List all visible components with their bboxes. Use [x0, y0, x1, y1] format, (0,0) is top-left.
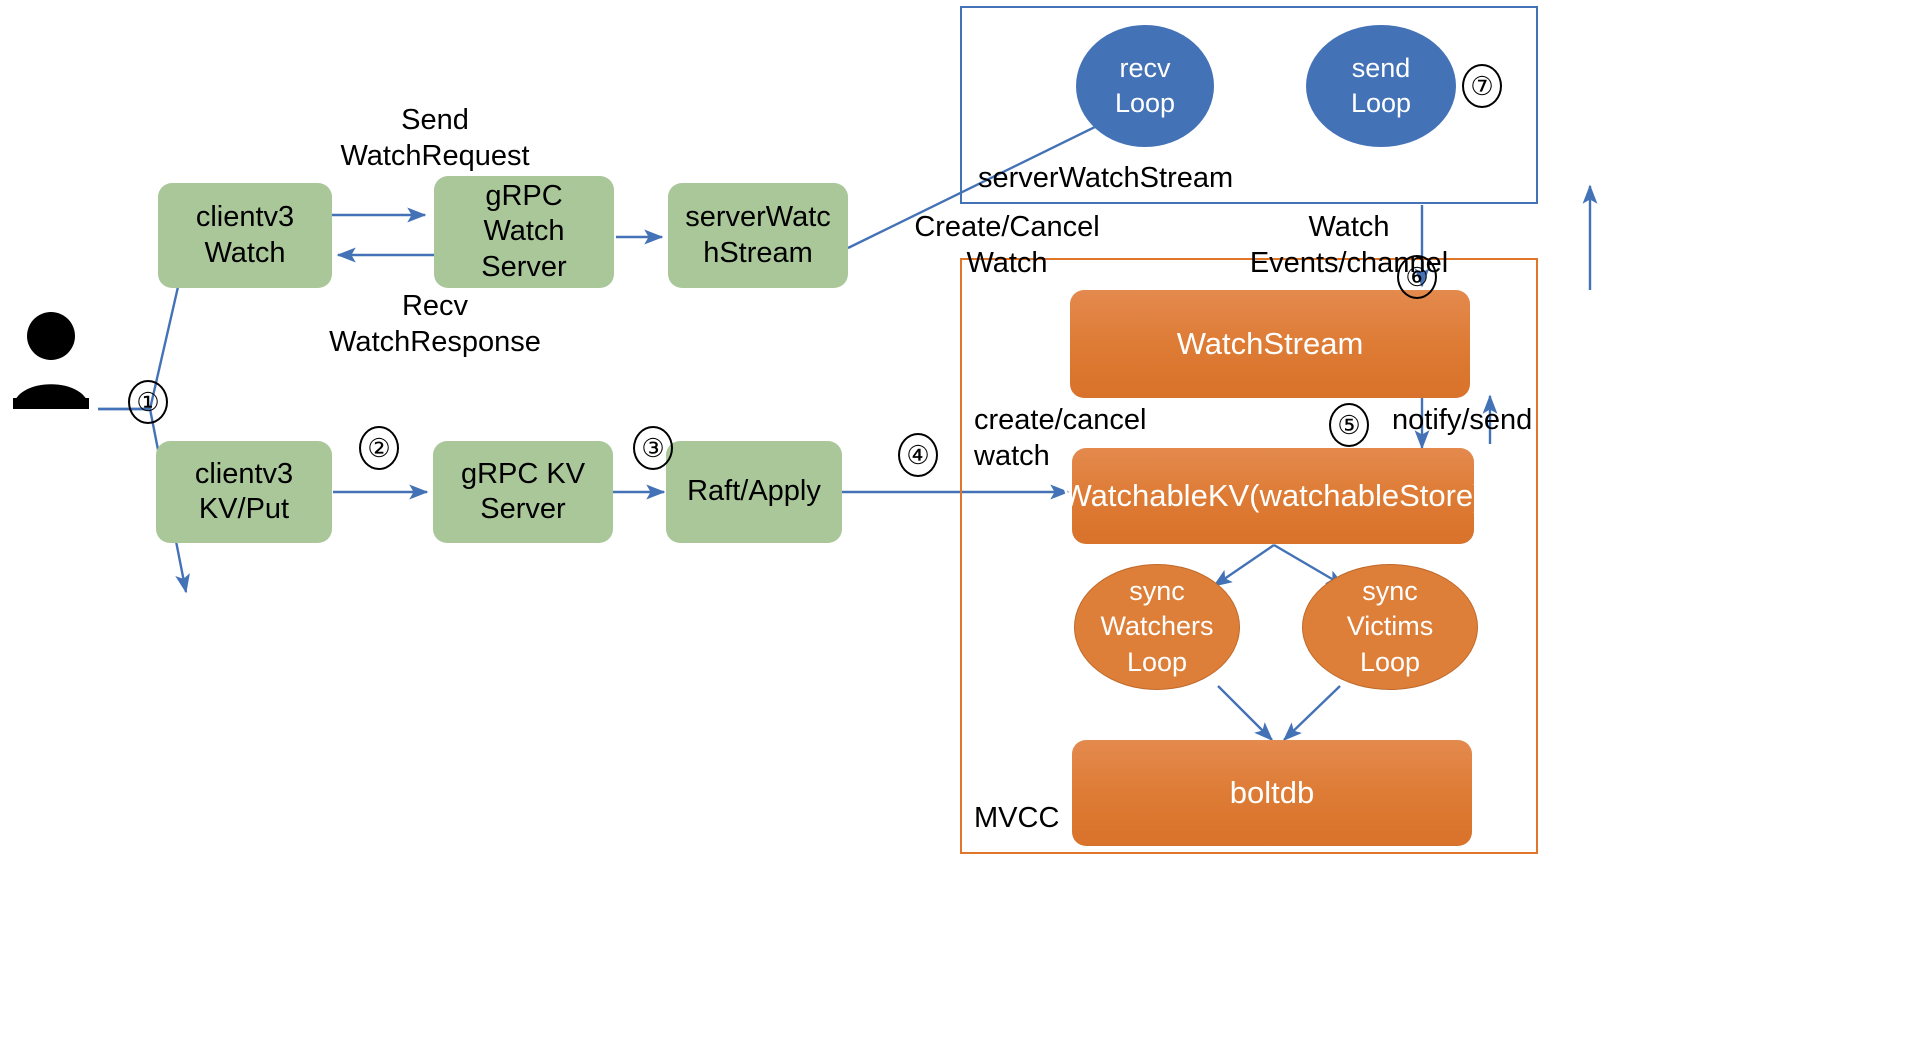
ellipse-recv-loop[interactable]: recv Loop	[1076, 25, 1214, 147]
frame-label-mvcc: MVCC	[974, 802, 1060, 834]
box-raft-apply[interactable]: Raft/Apply	[666, 441, 842, 543]
step-number-4: ④	[898, 433, 938, 477]
ellipse-send-loop[interactable]: send Loop	[1306, 25, 1456, 147]
box-watchable-kv[interactable]: WatchableKV(watchableStore)	[1063, 448, 1484, 544]
step-number-1: ①	[128, 380, 168, 424]
box-server-watch-stream[interactable]: serverWatc hStream	[668, 183, 848, 288]
label-watch-events-channel: Watch Events/channel	[1249, 211, 1449, 280]
step-number-5: ⑤	[1329, 403, 1369, 447]
ellipse-sync-watchers-loop[interactable]: sync Watchers Loop	[1074, 564, 1240, 690]
label-send-watchrequest: Send WatchRequest	[340, 104, 530, 173]
frame-server-watch-stream	[960, 6, 1538, 204]
box-clientv3-watch[interactable]: clientv3 Watch	[158, 183, 332, 288]
step-number-7: ⑦	[1462, 64, 1502, 108]
box-watch-stream[interactable]: WatchStream	[1070, 290, 1470, 398]
step-number-6: ⑥	[1397, 255, 1437, 299]
frame-mvcc	[960, 258, 1538, 854]
ellipse-sync-victims-loop[interactable]: sync Victims Loop	[1302, 564, 1478, 690]
step-number-3: ③	[633, 426, 673, 470]
frame-label-server-watch-stream: serverWatchStream	[978, 162, 1234, 194]
box-clientv3-kv-put[interactable]: clientv3 KV/Put	[156, 441, 332, 543]
box-grpc-watch-server[interactable]: gRPC Watch Server	[434, 176, 614, 288]
label-create-cancel-watch-lower: create/cancel watch	[974, 404, 1147, 473]
box-boltdb[interactable]: boltdb	[1072, 740, 1472, 846]
label-create-cancel-watch: Create/Cancel Watch	[914, 211, 1100, 280]
label-recv-watchresponse: Recv WatchResponse	[329, 290, 541, 359]
label-notify-send: notify/send	[1392, 404, 1533, 436]
step-number-2: ②	[359, 426, 399, 470]
user-icon	[8, 310, 104, 410]
box-grpc-kv-server[interactable]: gRPC KV Server	[433, 441, 613, 543]
